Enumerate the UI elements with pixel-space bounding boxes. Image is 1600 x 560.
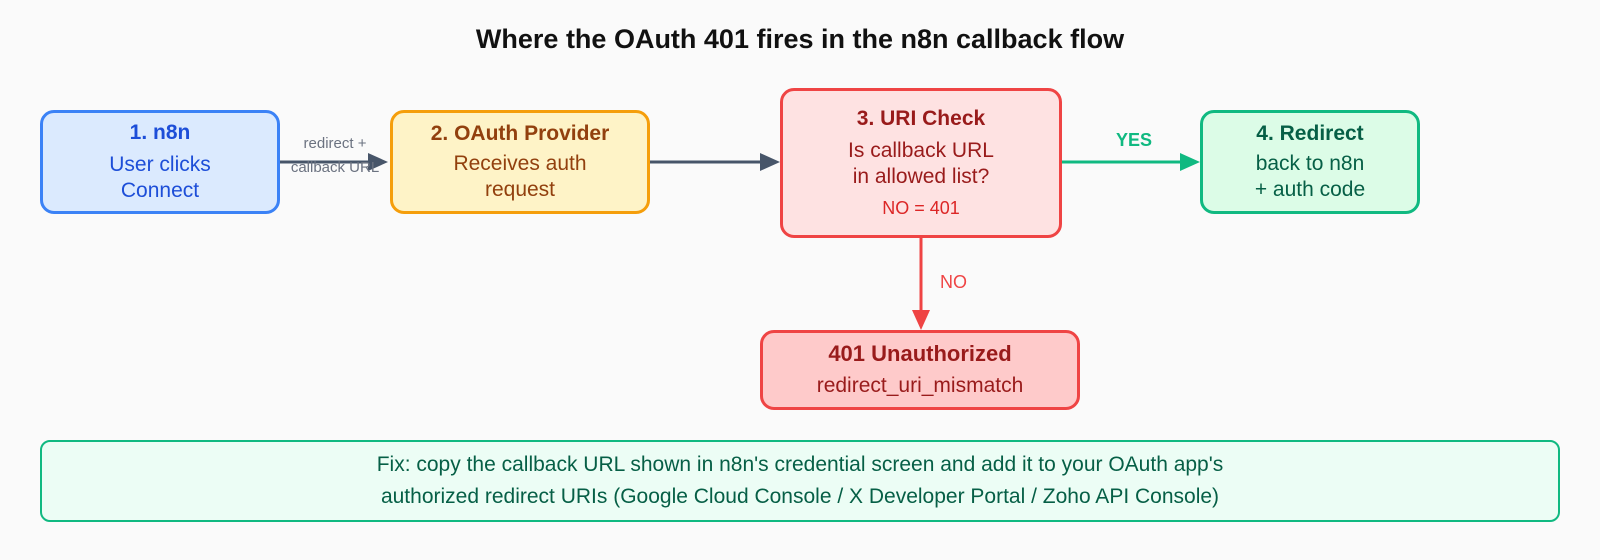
node-uri-check: 3. URI Check Is callback URL in allowed … (780, 88, 1062, 238)
arrow-provider-to-check (650, 153, 780, 171)
arrow-check-to-redirect (1062, 153, 1200, 171)
diagram-title: Where the OAuth 401 fires in the n8n cal… (475, 24, 1125, 54)
fix-callout: Fix: copy the callback URL shown in n8n'… (40, 440, 1560, 522)
node-check-line1: Is callback URL (848, 139, 994, 162)
node-n8n: 1. n8n User clicks Connect (40, 110, 280, 214)
edge-label-no: NO (940, 272, 967, 292)
node-check-note: NO = 401 (882, 198, 960, 218)
node-redirect-line1: back to n8n (1255, 152, 1365, 175)
node-redirect-line2: + auth code (1254, 178, 1366, 201)
node-n8n-line1: User clicks (109, 153, 211, 176)
node-401-unauthorized: 401 Unauthorized redirect_uri_mismatch (760, 330, 1080, 410)
node-401-line1: redirect_uri_mismatch (816, 374, 1024, 397)
edge-label-redirect: redirect + callback URL (285, 132, 385, 180)
edge-label-yes: YES (1116, 130, 1153, 150)
fix-line2: authorized redirect URIs (Google Cloud C… (380, 485, 1220, 508)
node-redirect-heading: 4. Redirect (1256, 122, 1364, 145)
node-provider-line2: request (484, 178, 556, 201)
fix-line1: Fix: copy the callback URL shown in n8n'… (376, 453, 1224, 476)
node-provider-line1: Receives auth (453, 152, 587, 175)
node-check-heading: 3. URI Check (856, 107, 986, 130)
node-n8n-heading: 1. n8n (129, 121, 191, 144)
node-n8n-line2: Connect (120, 179, 200, 202)
node-oauth-provider: 2. OAuth Provider Receives auth request (390, 110, 650, 214)
arrow-check-to-401 (912, 238, 930, 330)
edge-label-redirect-line2: callback URL (290, 159, 380, 176)
node-401-heading: 401 Unauthorized (828, 341, 1012, 366)
node-provider-heading: 2. OAuth Provider (430, 122, 610, 145)
edge-label-redirect-line1: redirect + (303, 135, 367, 152)
node-redirect: 4. Redirect back to n8n + auth code (1200, 110, 1420, 214)
node-check-line2: in allowed list? (852, 165, 990, 188)
arrow-n8n-to-provider (280, 153, 388, 171)
